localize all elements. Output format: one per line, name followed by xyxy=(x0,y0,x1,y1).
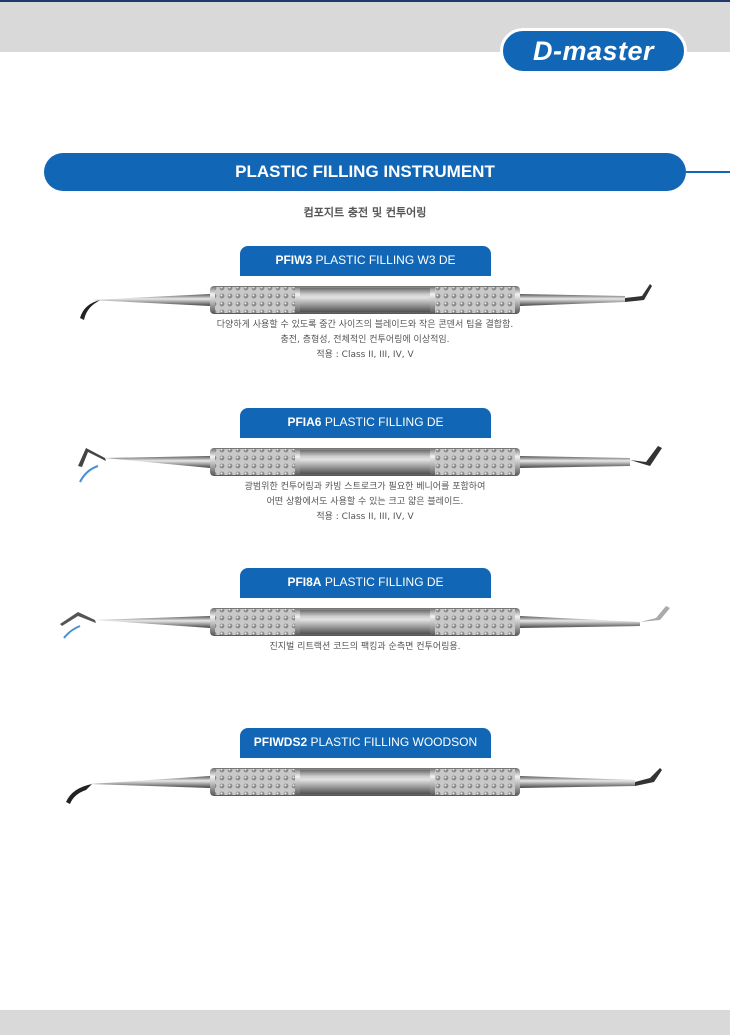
product-name: PLASTIC FILLING W3 DE xyxy=(315,253,456,267)
product-code: PFIWDS2 xyxy=(253,735,308,749)
description-line: 진지벌 리트랙션 코드의 팩킹과 순측면 컨투어링용. xyxy=(269,642,461,652)
description-line: 광범위한 컨투어링과 카빙 스트로크가 필요한 베니어를 포함하여 xyxy=(244,482,486,492)
product-tab: PFIWDS2 PLASTIC FILLING WOODSON xyxy=(240,728,491,758)
product-tab: PFIW3 PLASTIC FILLING W3 DE xyxy=(240,246,491,276)
description-line: 적용 : Class II, III, IV, V xyxy=(316,512,414,522)
d-master-logo: D-master xyxy=(500,28,687,74)
product-name: PLASTIC FILLING DE xyxy=(324,575,444,589)
product-code: PFI8A xyxy=(287,575,322,589)
product-description: 진지벌 리트랙션 코드의 팩킹과 순측면 컨투어링용. xyxy=(0,640,730,655)
section-subtitle: 컴포지트 충전 및 컨투어링 xyxy=(303,206,427,219)
description-line: 충전, 층형성, 전체적인 컨투어링에 이상적임. xyxy=(280,335,450,345)
description-line: 어떤 상황에서도 사용할 수 있는 크고 얇은 블레이드. xyxy=(266,497,464,507)
instrument-image xyxy=(66,768,662,804)
instrument-image xyxy=(78,446,662,483)
section-title: PLASTIC FILLING INSTRUMENT xyxy=(44,153,686,191)
top-band xyxy=(0,0,730,52)
product-description: 광범위한 컨투어링과 카빙 스트로크가 필요한 베니어를 포함하여 어떤 상황에… xyxy=(0,480,730,525)
instrument-image xyxy=(80,284,652,320)
product-name: PLASTIC FILLING WOODSON xyxy=(310,735,478,749)
banner-line xyxy=(686,171,730,173)
instrument-image xyxy=(60,606,670,639)
description-line: 다양하게 사용할 수 있도록 중간 사이즈의 블레이드와 작은 콘덴서 팁을 결… xyxy=(216,320,514,330)
product-name: PLASTIC FILLING DE xyxy=(324,415,444,429)
product-tab: PFIA6 PLASTIC FILLING DE xyxy=(240,408,491,438)
product-description: 다양하게 사용할 수 있도록 중간 사이즈의 블레이드와 작은 콘덴서 팁을 결… xyxy=(0,318,730,363)
product-code: PFIW3 xyxy=(275,253,313,267)
product-tab: PFI8A PLASTIC FILLING DE xyxy=(240,568,491,598)
product-code: PFIA6 xyxy=(287,415,322,429)
description-line: 적용 : Class II, III, IV, V xyxy=(316,350,414,360)
bottom-band xyxy=(0,1010,730,1035)
